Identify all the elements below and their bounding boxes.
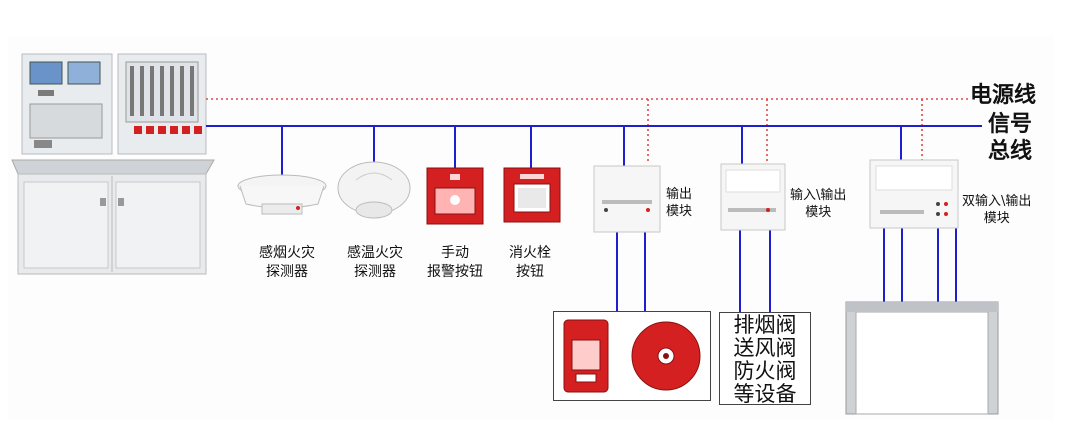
output-wiring (617, 228, 956, 312)
io-module-device (721, 164, 785, 230)
valve-item: 等设备 (720, 383, 810, 406)
heat-detector (338, 162, 410, 218)
valve-item: 排烟阀 (720, 314, 810, 337)
io-module-label: 输入\输出 模块 (790, 187, 846, 221)
dual-io-module-device (870, 160, 958, 228)
power-line-label: 电源线 (970, 82, 1036, 109)
fire-door (846, 302, 998, 414)
fire-alarm-control-cabinet (12, 54, 214, 274)
manual-alarm-button (427, 168, 483, 224)
hydrant-button-label: 消火栓 按钮 (498, 244, 562, 282)
valves-list: 排烟阀 送风阀 防火阀 等设备 (719, 312, 811, 405)
hydrant-button (504, 168, 560, 222)
signal-bus-label-line2: 总线 (988, 138, 1032, 165)
output-devices-box (553, 311, 711, 401)
valve-item: 防火阀 (720, 360, 810, 383)
signal-bus-label-line1: 信号 (988, 111, 1032, 138)
smoke-detector (238, 175, 326, 214)
sound-light-alarm (564, 320, 608, 392)
smoke-detector-label: 感烟火灾 探测器 (252, 244, 322, 282)
power-line (206, 99, 970, 164)
fire-bell (632, 322, 700, 390)
output-module-device (594, 166, 660, 232)
dual-io-module-label: 双输入\输出 模块 (962, 193, 1031, 227)
manual-alarm-label: 手动 报警按钮 (419, 244, 491, 282)
heat-detector-label: 感温火灾 探测器 (340, 244, 410, 282)
output-devices-art (554, 312, 709, 399)
valve-item: 送风阀 (720, 337, 810, 360)
output-module-label: 输出 模块 (666, 186, 692, 220)
